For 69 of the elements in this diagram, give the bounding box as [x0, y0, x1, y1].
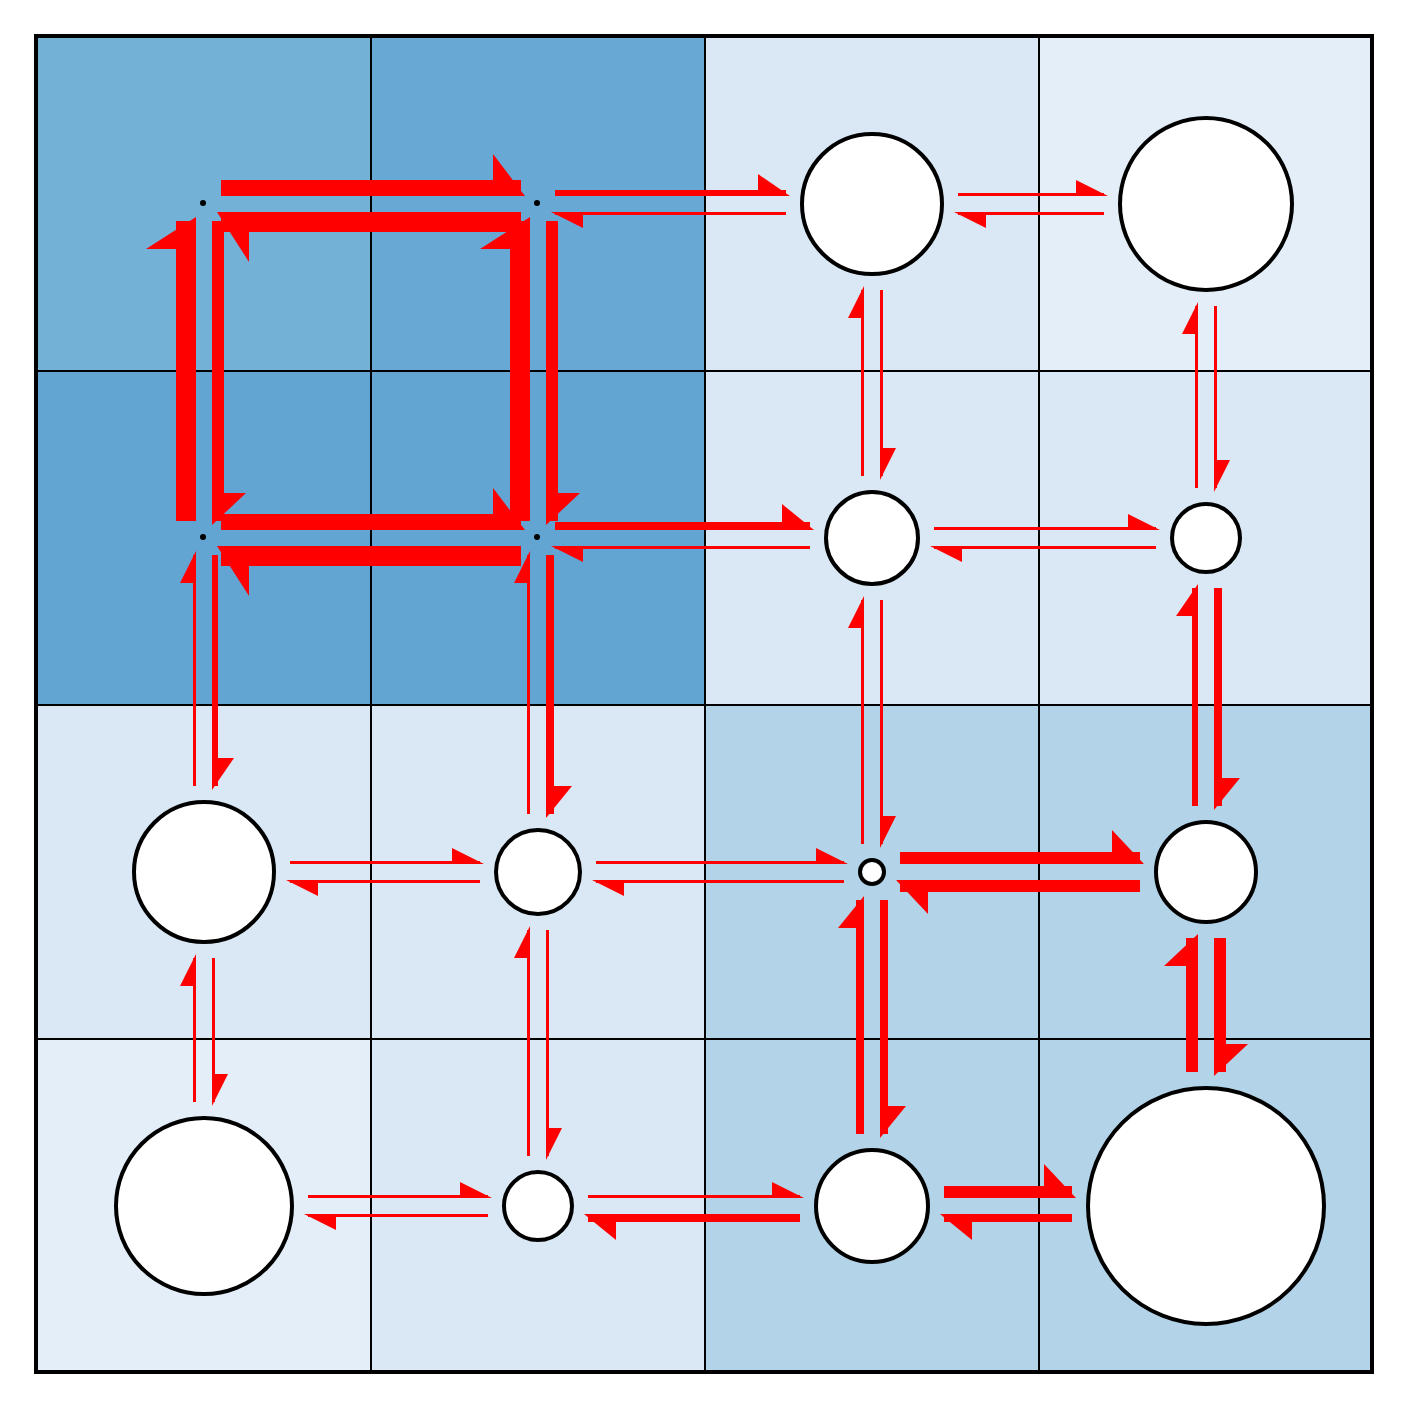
- harpoon-arrow: [546, 221, 580, 525]
- harpoon-arrow: [848, 596, 864, 844]
- circle: [857, 857, 885, 885]
- harpoon-arrow: [1214, 938, 1248, 1076]
- dot: [200, 534, 206, 540]
- dot: [534, 534, 540, 540]
- harpoon-arrow: [146, 217, 196, 521]
- grid-cell: [704, 1038, 1040, 1374]
- harpoon-arrow: [900, 830, 1144, 864]
- harpoon-arrow: [930, 546, 1156, 562]
- harpoon-arrow: [592, 880, 844, 896]
- harpoon-arrow: [286, 880, 480, 896]
- grid-cell: [370, 1038, 706, 1374]
- harpoon-arrow: [1214, 588, 1240, 810]
- harpoon-arrow: [546, 930, 562, 1160]
- harpoon-arrow: [514, 926, 530, 1156]
- circle: [1169, 501, 1241, 573]
- harpoon-arrow: [944, 1164, 1076, 1198]
- dot: [534, 200, 540, 206]
- harpoon-arrow: [1182, 302, 1198, 488]
- harpoon-arrow: [555, 504, 814, 530]
- harpoon-arrow: [588, 1182, 804, 1198]
- harpoon-arrow: [896, 880, 1140, 914]
- harpoon-arrow: [217, 546, 521, 596]
- harpoon-arrow: [217, 212, 521, 262]
- harpoon-arrow: [180, 551, 196, 786]
- harpoon-arrow: [308, 1182, 492, 1198]
- harpoon-arrow: [848, 286, 864, 476]
- grid-cell: [370, 704, 706, 1040]
- harpoon-arrow: [1164, 934, 1198, 1072]
- harpoon-arrow: [596, 848, 848, 864]
- grid-cell: [1038, 704, 1374, 1040]
- harpoon-arrow: [880, 290, 896, 480]
- harpoon-arrow: [940, 1214, 1072, 1240]
- harpoon-arrow: [954, 212, 1104, 228]
- harpoon-arrow: [212, 221, 246, 525]
- harpoon-arrow: [546, 555, 572, 818]
- harpoon-arrow: [551, 212, 786, 228]
- circle: [823, 489, 919, 585]
- dot: [200, 200, 206, 206]
- harpoon-arrow: [958, 180, 1108, 196]
- circle: [501, 1169, 573, 1241]
- harpoon-arrow: [212, 555, 234, 790]
- grid-cell: [1038, 36, 1374, 372]
- harpoon-arrow: [290, 848, 484, 864]
- grid-cell: [36, 704, 372, 1040]
- harpoon-arrow: [551, 546, 810, 562]
- harpoon-arrow: [838, 896, 864, 1134]
- grid-cell: [1038, 1038, 1374, 1374]
- circle: [493, 827, 581, 915]
- harpoon-arrow: [555, 174, 790, 196]
- grid-cell: [704, 704, 1040, 1040]
- harpoon-arrow: [212, 958, 228, 1106]
- harpoon-arrow: [584, 1214, 800, 1240]
- harpoon-arrow: [180, 954, 196, 1102]
- harpoon-arrow: [514, 551, 530, 814]
- harpoon-arrow: [880, 900, 906, 1138]
- grid-cell: [1038, 370, 1374, 706]
- grid-cell: [704, 36, 1040, 372]
- harpoon-arrow: [221, 488, 525, 530]
- harpoon-arrow: [934, 514, 1160, 530]
- harpoon-arrow: [880, 600, 896, 848]
- harpoon-arrow: [221, 154, 525, 196]
- harpoon-arrow: [304, 1214, 488, 1230]
- grid-cell: [36, 1038, 372, 1374]
- harpoon-arrow: [1214, 306, 1230, 492]
- harpoon-arrow: [1176, 584, 1198, 806]
- harpoon-arrow: [480, 217, 530, 521]
- grid-cell: [704, 370, 1040, 706]
